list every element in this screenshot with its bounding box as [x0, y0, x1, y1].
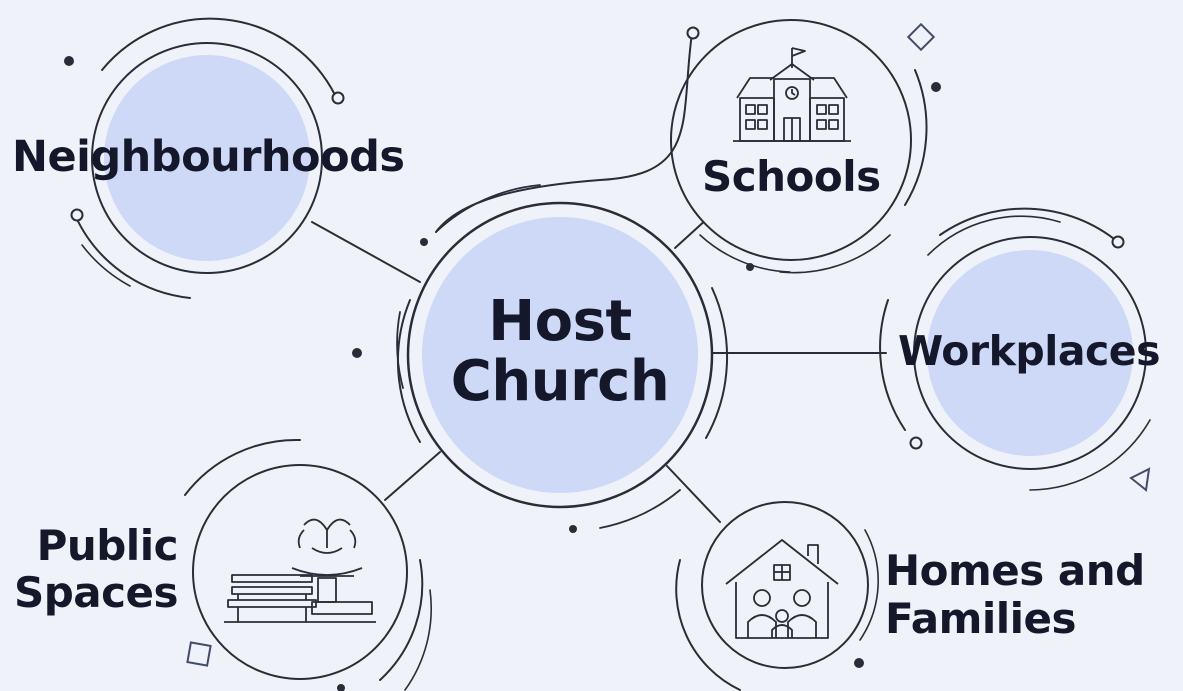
- hub-node: [396, 184, 729, 529]
- schools-label: Schools: [702, 152, 881, 201]
- square-decoration: [186, 641, 212, 667]
- homes-families-line2: Families: [885, 594, 1077, 644]
- schools-node: [435, 19, 928, 274]
- hub-label-line2: Church: [450, 349, 670, 415]
- hub-label: Host Church: [440, 289, 680, 415]
- dot: [854, 658, 864, 668]
- homes-node: [675, 501, 879, 691]
- dot: [337, 684, 345, 691]
- dot: [746, 263, 754, 271]
- hub-label-line1: Host: [488, 289, 632, 354]
- dot: [931, 82, 941, 92]
- connector-schools: [674, 217, 709, 249]
- dot: [420, 238, 428, 246]
- park-bench-fountain-icon: [224, 518, 376, 623]
- house-family-icon: [725, 539, 839, 639]
- public-spaces-label: Public Spaces: [8, 521, 179, 618]
- dot: [569, 525, 577, 533]
- homes-families-line1: Homes and: [885, 546, 1145, 595]
- neighbourhoods-label: Neighbourhoods: [12, 132, 405, 182]
- dot: [352, 348, 362, 358]
- connector-neighbourhoods: [311, 221, 421, 283]
- public-spaces-line2: Spaces: [13, 568, 179, 618]
- public-spaces-line1: Public: [36, 521, 179, 570]
- workplaces-node: [879, 207, 1151, 491]
- triangle-decoration: [1129, 467, 1151, 492]
- diamond-decoration: [906, 22, 936, 52]
- dot: [64, 56, 74, 66]
- homes-families-label: Homes and Families: [885, 546, 1145, 644]
- school-building-icon: [733, 47, 851, 142]
- neighbourhoods-node: [70, 17, 345, 299]
- connector-homes: [666, 465, 721, 523]
- workplaces-label: Workplaces: [898, 327, 1161, 375]
- connector-public-spaces: [384, 451, 441, 501]
- public-spaces-node: [184, 438, 433, 691]
